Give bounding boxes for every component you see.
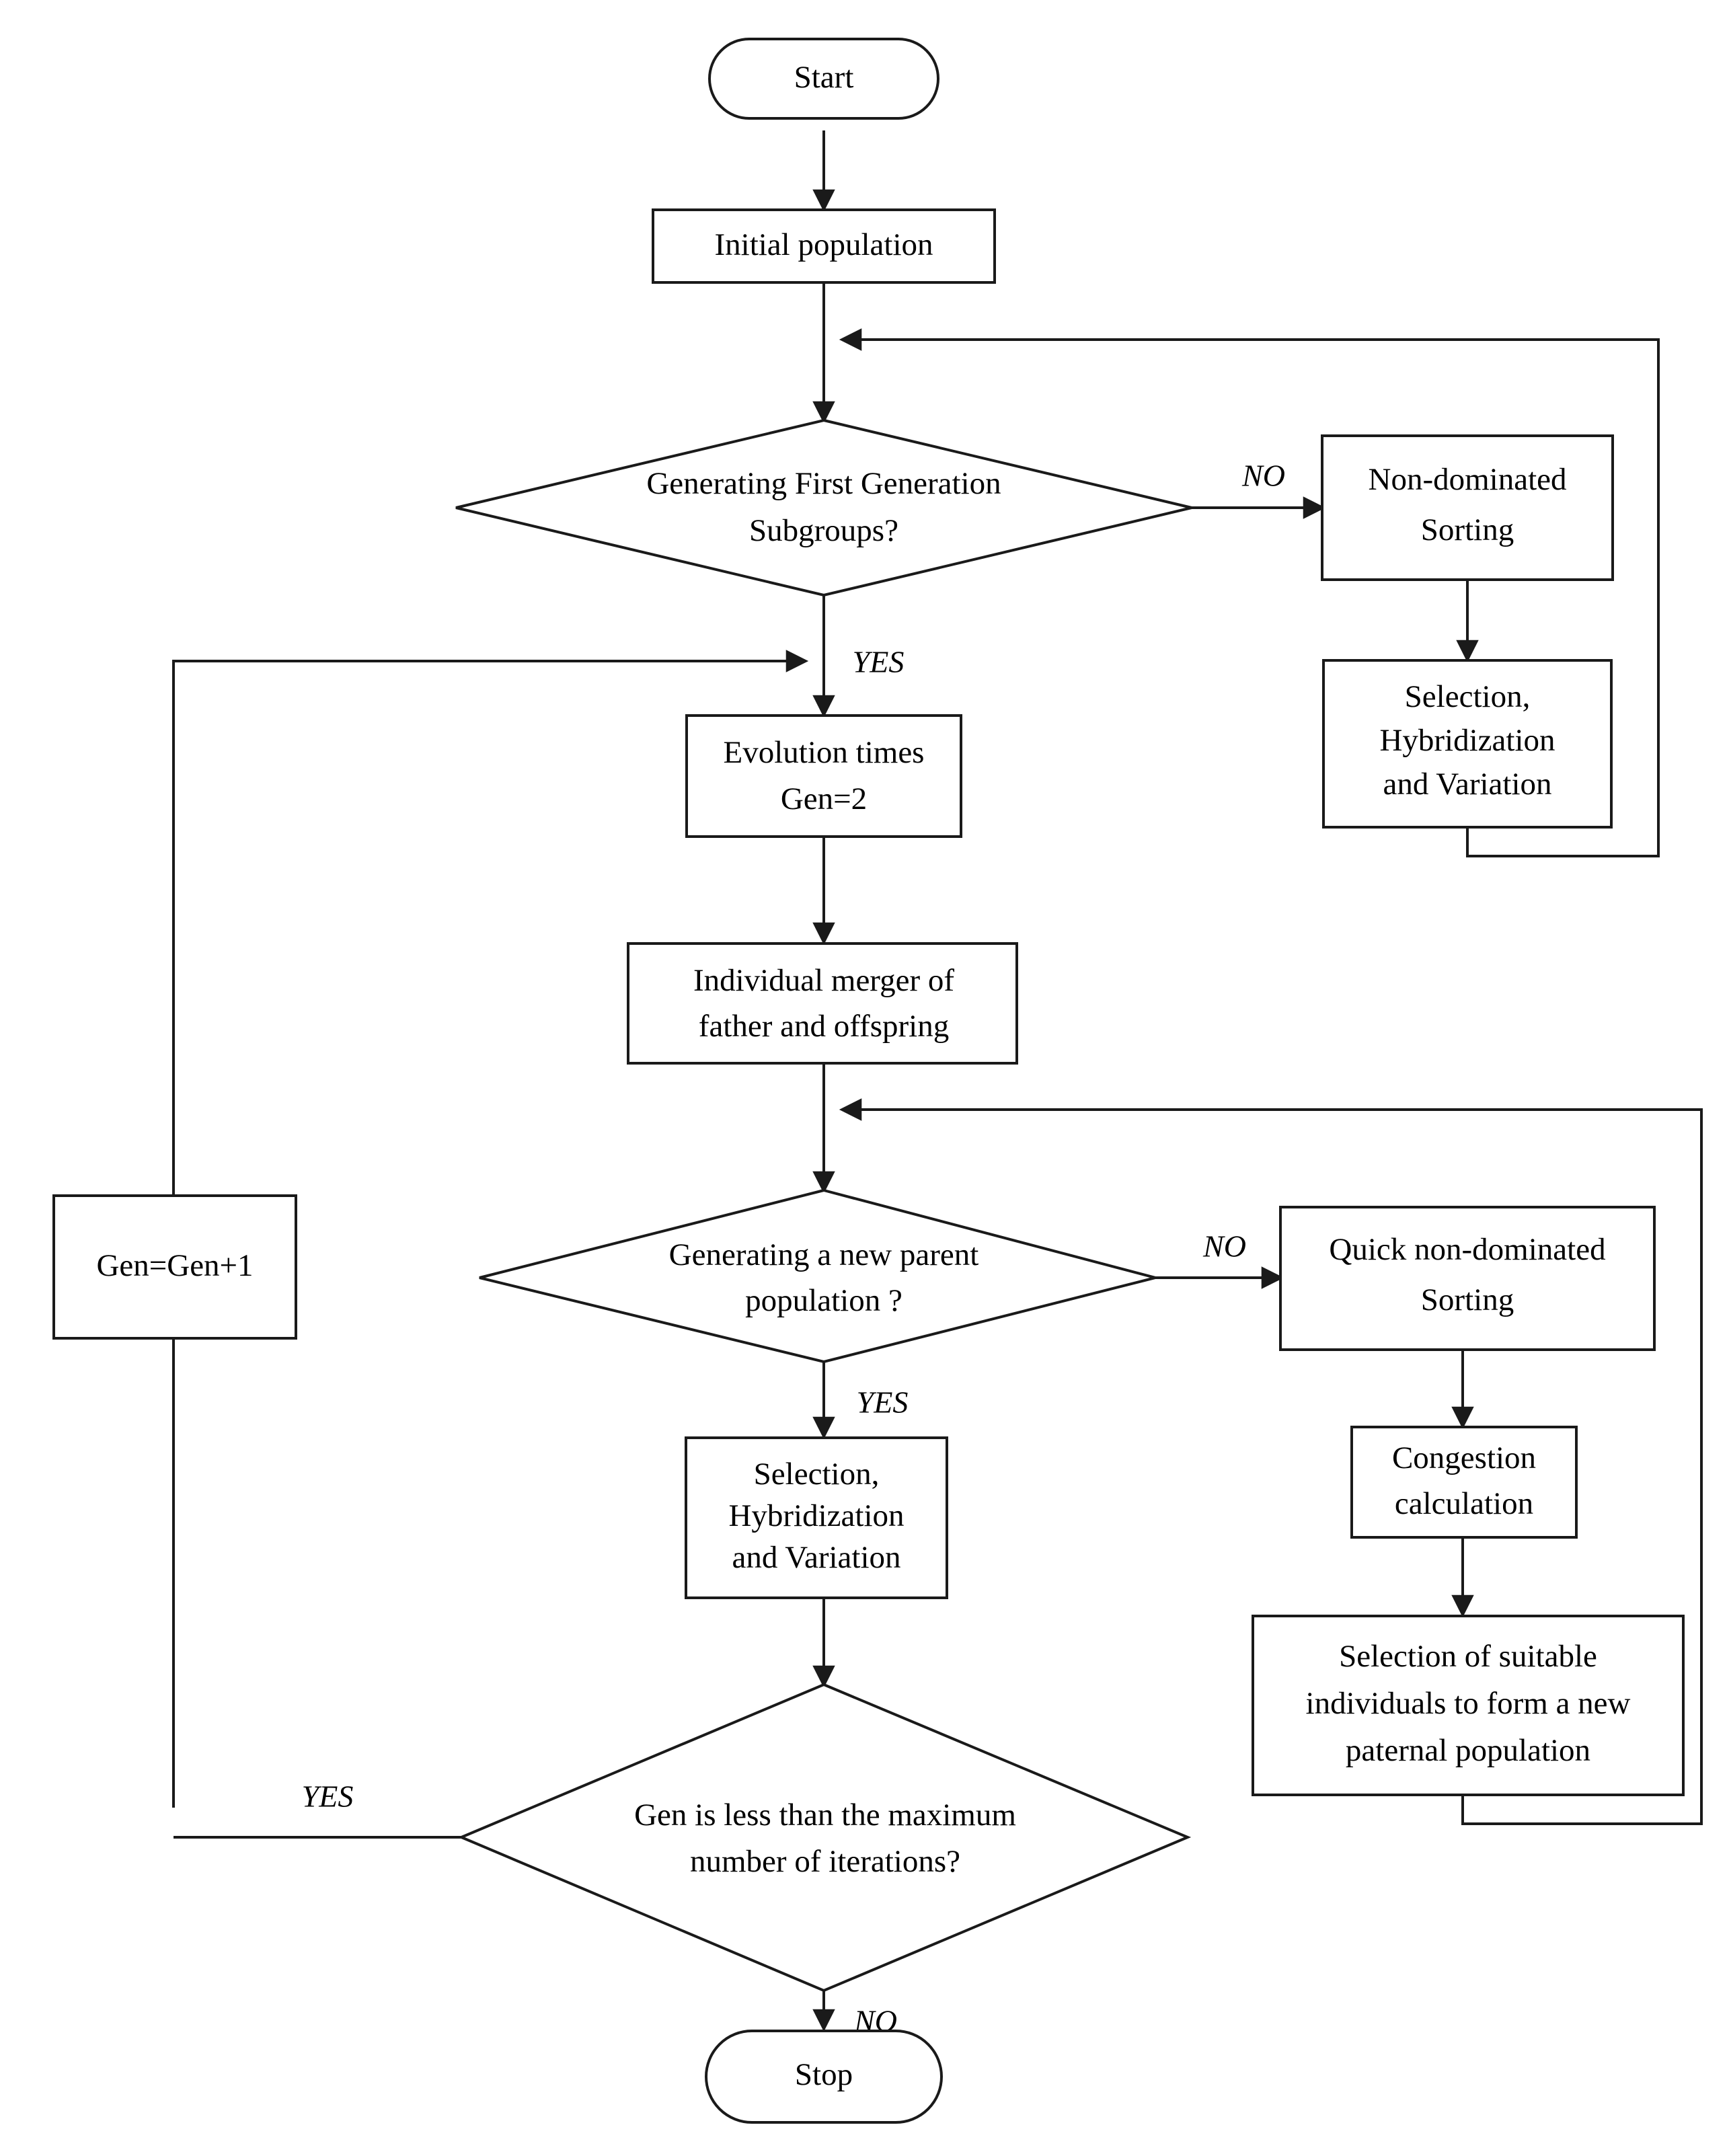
node-congestion-calculation-line2: calculation	[1395, 1486, 1533, 1521]
node-selection-hybridization-variation-right[interactable]: Selection, Hybridization and Variation	[1322, 659, 1613, 829]
node-decision-max-iterations-line2: number of iterations?	[690, 1844, 960, 1879]
edge-label-first-gen-no: NO	[1241, 459, 1285, 493]
node-quick-nd-sorting-line2: Sorting	[1421, 1282, 1514, 1317]
node-selection-hybridization-variation-center[interactable]: Selection, Hybridization and Variation	[685, 1436, 948, 1599]
node-individual-merger-line1: Individual merger of	[693, 963, 954, 998]
node-congestion-calculation-line1: Congestion	[1392, 1440, 1536, 1475]
node-decision-max-iterations-line1: Gen is less than the maximum	[634, 1798, 1016, 1833]
node-selection-suitable-line3: paternal population	[1346, 1733, 1590, 1768]
node-evolution-times-line1: Evolution times	[724, 735, 925, 770]
node-individual-merger[interactable]: Individual merger of father and offsprin…	[627, 942, 1018, 1065]
edge-label-first-gen-yes: YES	[853, 645, 905, 679]
edge-label-new-parent-yes: YES	[857, 1385, 909, 1420]
node-non-dominated-sorting-line2: Sorting	[1421, 512, 1514, 547]
edge-loop-stage1-return	[839, 328, 1660, 857]
node-start-label: Start	[794, 60, 854, 95]
node-selhybvar-right-line3: and Variation	[1383, 767, 1551, 802]
node-selhybvar-center-line2: Hybridization	[728, 1498, 904, 1533]
node-evolution-times-line2: Gen=2	[781, 781, 867, 816]
node-decision-new-parent-line1: Generating a new parent	[669, 1237, 979, 1272]
node-initial-population[interactable]: Initial population	[652, 208, 996, 284]
node-decision-first-generation[interactable]: Generating First Generation Subgroups?	[455, 418, 1192, 597]
node-gen-increment[interactable]: Gen=Gen+1	[52, 1194, 297, 1340]
node-individual-merger-line2: father and offspring	[699, 1009, 949, 1044]
node-start[interactable]: Start	[708, 38, 939, 120]
node-decision-first-generation-line2: Subgroups?	[749, 513, 898, 548]
edge-loop-stage2-return	[839, 1098, 1703, 1825]
node-stop[interactable]: Stop	[705, 2030, 943, 2124]
node-selection-suitable-line1: Selection of suitable	[1339, 1639, 1597, 1674]
node-evolution-times[interactable]: Evolution times Gen=2	[685, 714, 962, 838]
node-quick-non-dominated-sorting[interactable]: Quick non-dominated Sorting	[1279, 1206, 1656, 1351]
node-quick-nd-sorting-line1: Quick non-dominated	[1329, 1232, 1605, 1267]
node-decision-new-parent-line2: population ?	[745, 1283, 902, 1318]
node-selhybvar-center-line3: and Variation	[732, 1540, 900, 1575]
node-stop-label: Stop	[795, 2057, 853, 2092]
node-decision-new-parent-population[interactable]: Generating a new parent population ?	[479, 1188, 1161, 1364]
node-decision-first-generation-line1: Generating First Generation	[646, 466, 1001, 501]
node-selhybvar-right-line1: Selection,	[1405, 679, 1531, 714]
connector-layer	[172, 130, 1703, 2032]
node-non-dominated-sorting[interactable]: Non-dominated Sorting	[1321, 434, 1614, 581]
edge-label-max-iter-yes: YES	[302, 1779, 354, 1814]
edge-loop-gen-return	[172, 650, 809, 1808]
node-initial-population-label: Initial population	[714, 227, 933, 262]
node-selection-suitable-individuals[interactable]: Selection of suitable individuals to for…	[1252, 1615, 1685, 1796]
node-selhybvar-center-line1: Selection,	[754, 1457, 880, 1492]
edge-label-new-parent-no: NO	[1202, 1229, 1246, 1264]
node-selhybvar-right-line2: Hybridization	[1379, 723, 1555, 758]
node-gen-increment-label: Gen=Gen+1	[96, 1248, 253, 1283]
node-congestion-calculation[interactable]: Congestion calculation	[1350, 1426, 1578, 1539]
node-non-dominated-sorting-line1: Non-dominated	[1369, 462, 1567, 497]
node-selection-suitable-line2: individuals to form a new	[1306, 1686, 1631, 1721]
node-decision-max-iterations[interactable]: Gen is less than the maximum number of i…	[457, 1683, 1192, 1993]
